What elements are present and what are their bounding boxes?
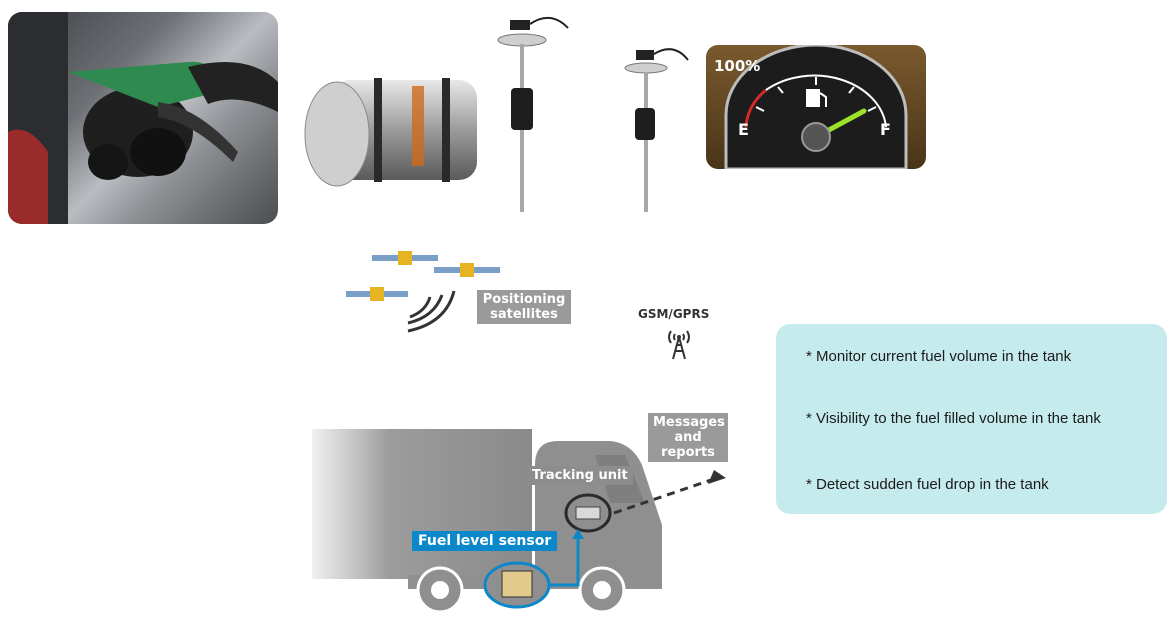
satellite-icon: [372, 251, 438, 265]
gsm-gprs-label: GSM/GPRS: [638, 307, 710, 321]
fuel-gauge: 100% E F: [706, 45, 926, 169]
satellite-icon: [346, 287, 408, 301]
fuel-nozzle-photo: [8, 12, 278, 224]
fuel-sensor-probe-large: [496, 10, 576, 220]
gauge-percent-label: 100%: [714, 57, 760, 75]
messages-reports-label: Messages and reports: [648, 413, 728, 462]
feature-info-panel: * Monitor current fuel volume in the tan…: [776, 324, 1167, 514]
positioning-satellites-label: Positioning satellites: [477, 290, 571, 324]
info-item-detect: * Detect sudden fuel drop in the tank: [806, 476, 1049, 493]
signal-waves-icon: [407, 290, 456, 333]
info-item-monitor: * Monitor current fuel volume in the tan…: [806, 348, 1072, 365]
gauge-empty-label: E: [738, 120, 749, 139]
truck-illustration: [310, 425, 715, 620]
cell-tower-icon: [663, 325, 695, 366]
info-item-visibility: * Visibility to the fuel filled volume i…: [806, 410, 1101, 427]
fuel-sensor-probe-small: [622, 40, 692, 220]
fuel-tank-image: [302, 72, 482, 197]
fuel-level-sensor-label: Fuel level sensor: [412, 531, 558, 551]
satellites-graphic: [342, 245, 522, 340]
gauge-full-label: F: [880, 120, 891, 139]
tracking-unit-label: Tracking unit: [527, 466, 633, 485]
satellite-icon: [434, 263, 500, 277]
messages-arrow-icon: [708, 470, 728, 495]
